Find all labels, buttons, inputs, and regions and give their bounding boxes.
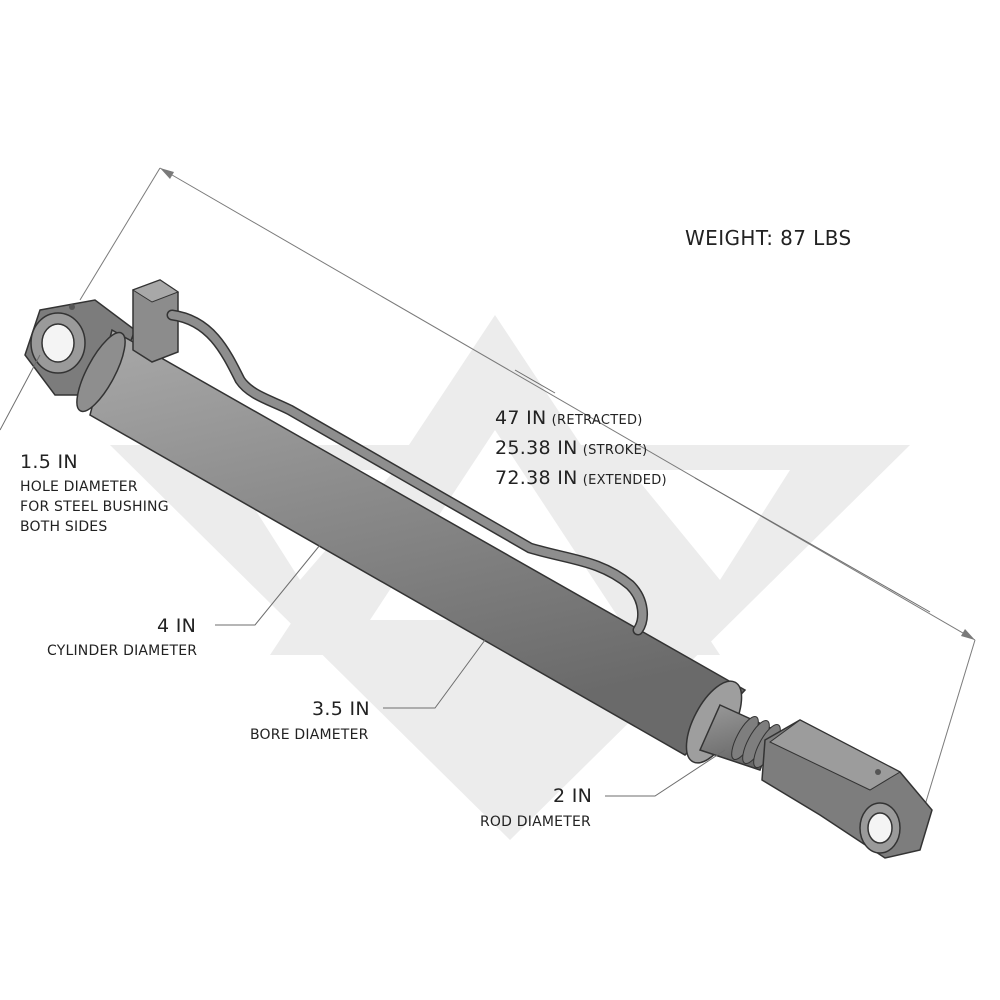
stroke-value: 25.38 IN: [495, 437, 578, 459]
extended-length: 72.38 IN (EXTENDED): [495, 467, 667, 489]
retracted-value: 47 IN: [495, 407, 547, 429]
extended-value: 72.38 IN: [495, 467, 578, 489]
bore-diameter-label: BORE DIAMETER: [250, 727, 369, 743]
bore-diameter-value: 3.5 IN: [312, 698, 370, 720]
length-dimension-line: [79, 167, 976, 806]
hole-diameter-line1: HOLE DIAMETER: [20, 479, 138, 495]
hydraulic-line: [131, 279, 648, 636]
retracted-note: (RETRACTED): [551, 413, 643, 428]
hole-diameter-value: 1.5 IN: [20, 451, 78, 473]
rod-diameter-label: ROD DIAMETER: [480, 814, 591, 830]
retracted-length: 47 IN (RETRACTED): [495, 407, 643, 429]
cylinder-diameter-label: CYLINDER DIAMETER: [47, 643, 198, 659]
stroke-note: (STROKE): [582, 443, 648, 458]
extended-note: (EXTENDED): [582, 473, 667, 488]
rod-diameter-value: 2 IN: [553, 785, 593, 807]
stroke-length: 25.38 IN (STROKE): [495, 437, 648, 459]
weight-label: WEIGHT: 87 LBS: [685, 226, 852, 250]
front-clevis: [761, 719, 933, 859]
hole-diameter-line2: FOR STEEL BUSHING: [20, 499, 169, 515]
leader-lines: [0, 354, 931, 797]
cylinder-diameter-value: 4 IN: [157, 615, 197, 637]
hole-diameter-line3: BOTH SIDES: [20, 519, 108, 535]
